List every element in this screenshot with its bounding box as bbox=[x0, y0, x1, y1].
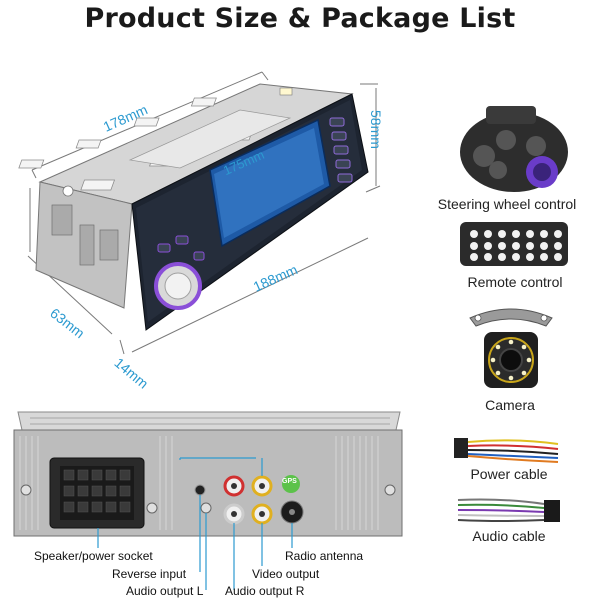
accessory-label-steering: Steering wheel control bbox=[437, 196, 577, 212]
port-label-radio-antenna: Radio antenna bbox=[285, 549, 364, 563]
power-cable-illustration bbox=[454, 438, 559, 463]
accessory-label-power-cable: Power cable bbox=[470, 466, 548, 482]
port-label-reverse-input: Reverse input bbox=[112, 567, 187, 581]
port-label-speaker-power: Speaker/power socket bbox=[34, 549, 153, 563]
audio-cable-illustration bbox=[457, 498, 560, 522]
page-title: Product Size & Package List bbox=[84, 3, 516, 34]
accessory-label-audio-cable: Audio cable bbox=[472, 528, 546, 544]
accessory-label-camera: Camera bbox=[485, 397, 535, 413]
steering-wheel-control-illustration bbox=[460, 106, 568, 192]
port-label-video-output: Video output bbox=[252, 567, 320, 581]
accessory-label-remote: Remote control bbox=[467, 274, 563, 290]
remote-control-illustration bbox=[460, 222, 568, 266]
port-label-audio-r: Audio output R bbox=[225, 584, 305, 598]
port-label-audio-l: Audio output L bbox=[126, 584, 204, 598]
camera-illustration bbox=[469, 308, 553, 388]
gps-badge-label: GPS bbox=[282, 478, 297, 485]
